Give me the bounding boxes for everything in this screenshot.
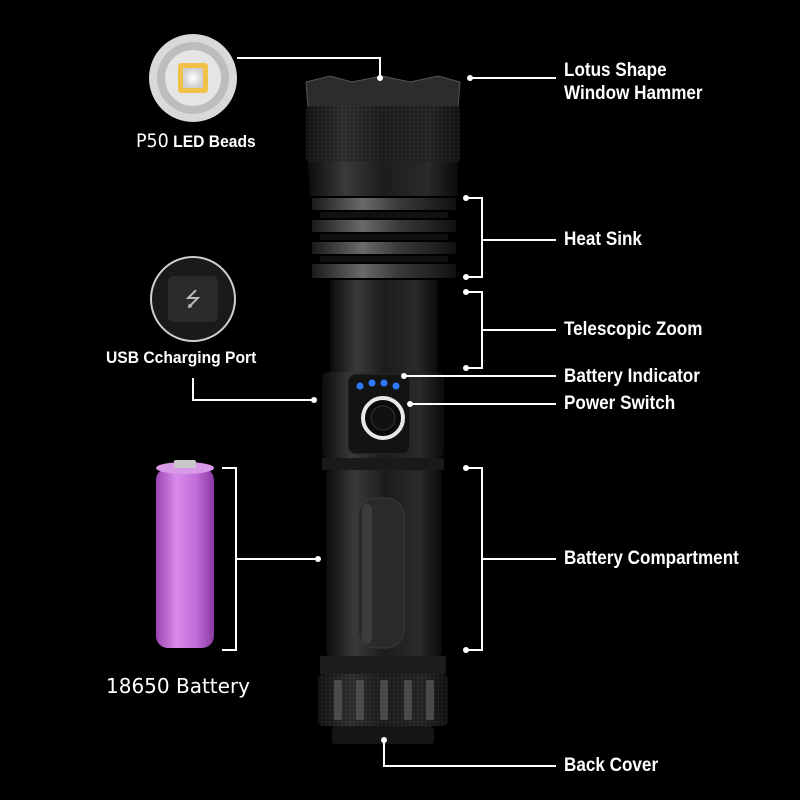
telescopic-zoom-label: Telescopic Zoom bbox=[564, 319, 703, 340]
battery-18650-image bbox=[156, 460, 214, 648]
lotus-hammer-crown bbox=[305, 75, 461, 109]
usb-port-caption: USB Ccharging Port bbox=[106, 348, 257, 367]
back-cover bbox=[320, 656, 446, 674]
zoom-tube bbox=[330, 280, 438, 372]
led-beads-label: LED Beads bbox=[173, 132, 256, 151]
heat-sink-fins bbox=[312, 198, 456, 278]
flashlight-body bbox=[305, 75, 461, 744]
usb-icon: ⭍ bbox=[185, 287, 202, 311]
led-beads-caption: P50 LED Beads bbox=[136, 130, 256, 152]
head-cone bbox=[308, 162, 458, 196]
battery-indicator-leds bbox=[356, 379, 400, 390]
leader-dots bbox=[311, 75, 473, 743]
power-switch-label: Power Switch bbox=[564, 393, 676, 414]
back-cover-label: Back Cover bbox=[564, 755, 659, 776]
battery-tube bbox=[322, 458, 444, 470]
power-switch-button[interactable] bbox=[361, 396, 405, 440]
leader-lines bbox=[192, 57, 556, 767]
usb-port-thumbnail: ⭍ bbox=[150, 256, 236, 342]
led-bead-thumbnail bbox=[149, 34, 237, 122]
led-beads-prefix: P50 bbox=[136, 130, 169, 152]
battery-indicator-label: Battery Indicator bbox=[564, 366, 700, 387]
battery-cell-caption: 18650 Battery bbox=[106, 674, 251, 698]
battery-compartment-label: Battery Compartment bbox=[564, 548, 739, 569]
lotus-hammer-label-line2: Window Hammer bbox=[564, 83, 703, 104]
heat-sink-label: Heat Sink bbox=[564, 229, 642, 250]
lotus-hammer-label-line1: Lotus Shape bbox=[564, 60, 667, 81]
